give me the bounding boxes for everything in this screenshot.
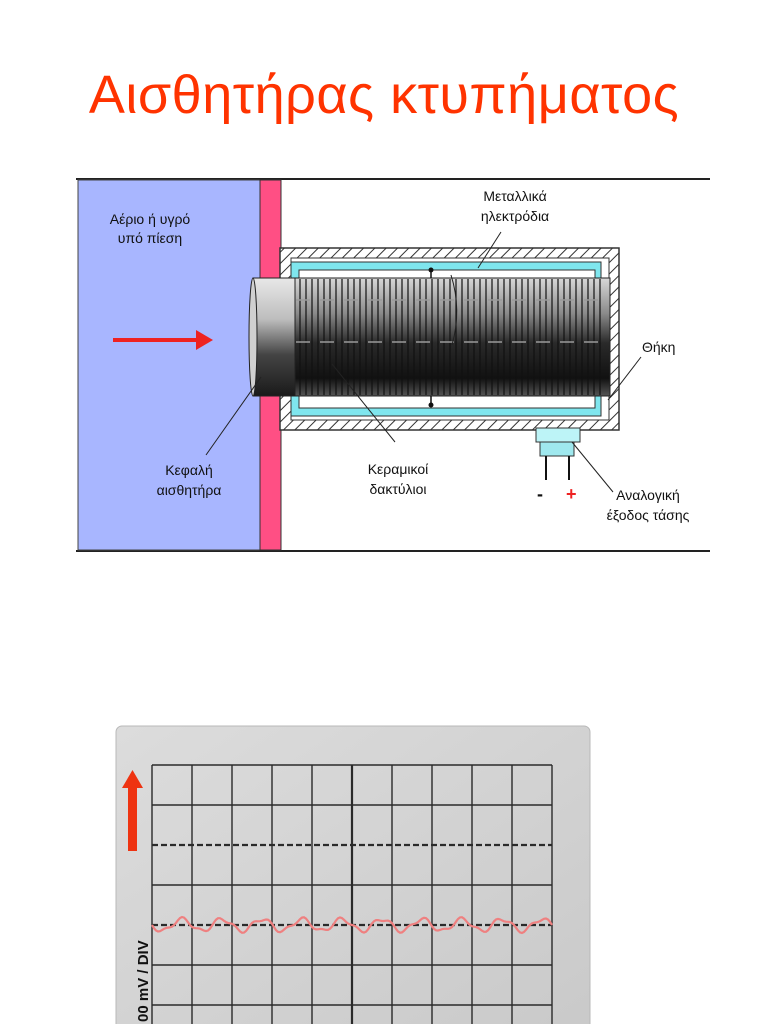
- housing-label: Θήκη: [642, 339, 675, 355]
- plus-sign: +: [566, 484, 577, 504]
- rings-label-line1: Κεραμικοί: [368, 461, 429, 477]
- scale-arrow-icon: [122, 770, 143, 851]
- head-label-line1: Κεφαλή: [165, 462, 213, 478]
- output-label-line1: Αναλογική: [616, 487, 680, 503]
- fluid-label-line2: υπό πίεση: [118, 230, 182, 246]
- output-connector: [535, 427, 581, 443]
- scale-label: 00 mV / DIV: [135, 940, 152, 1022]
- pressure-arrow-icon: [113, 330, 213, 350]
- sensor-diagram: - + Αέριο ή υγρό υπό πίεση Μεταλλικά ηλε…: [76, 178, 710, 552]
- minus-sign: -: [537, 484, 543, 504]
- sensor-head: [252, 277, 296, 397]
- oscilloscope-panel: 00 mV / DIV: [115, 725, 591, 1024]
- scope-grid: [151, 764, 553, 1024]
- output-label-line2: έξοδος τάσης: [607, 507, 690, 523]
- electrodes-label-line2: ηλεκτρόδια: [481, 208, 549, 224]
- signal-trace: [151, 915, 553, 935]
- ring-lines: [299, 279, 601, 395]
- leader-lines: [205, 231, 642, 493]
- head-label-line2: αισθητήρα: [157, 482, 222, 498]
- center-marks: [296, 299, 606, 343]
- rings-label-line2: δακτύλιοι: [369, 481, 426, 497]
- electrodes-label-line1: Μεταλλικά: [483, 188, 546, 204]
- fluid-label-line1: Αέριο ή υγρό: [110, 211, 191, 227]
- page-title: Αισθητήρας κτυπήματος: [88, 65, 680, 125]
- pressurized-fluid-region: [77, 179, 261, 551]
